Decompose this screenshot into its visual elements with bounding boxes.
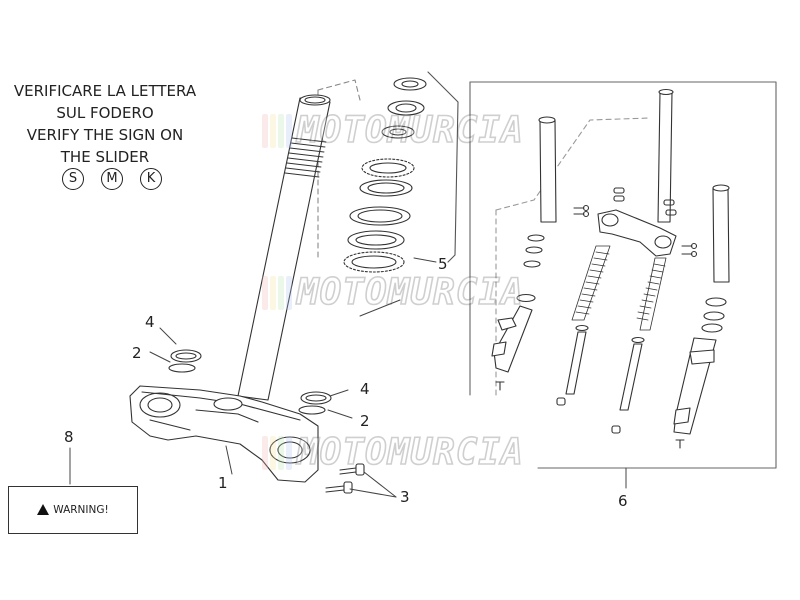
slider-mark-k: K (140, 168, 162, 190)
steering-stem (237, 94, 331, 401)
callout-2: 2 (360, 412, 370, 430)
callout-8: 8 (64, 428, 74, 446)
note-line: THE SLIDER (60, 148, 150, 166)
fork-spring-right (636, 257, 667, 331)
callout-1: 1 (218, 474, 228, 492)
slider-mark-m: M (101, 168, 123, 190)
damper-rod-right (619, 336, 645, 411)
callout-4: 4 (145, 313, 155, 331)
callout-3: 3 (400, 488, 410, 506)
note-line: VERIFY THE SIGN ON (26, 126, 184, 144)
slider-left (491, 305, 533, 373)
fork-tube-left (538, 116, 557, 223)
callout-6: 6 (618, 492, 628, 510)
slider-marks: S M K (62, 168, 162, 190)
fork-seals-left (516, 234, 545, 303)
lower-triple-clamp (129, 385, 319, 483)
callout-5: 5 (438, 255, 448, 273)
fork-seals-right (701, 297, 727, 333)
slider-sign-note: VERIFICARE LA LETTERA SUL FODERO VERIFY … (0, 80, 210, 168)
bearing-stack (343, 77, 427, 273)
fork-spring-left (571, 245, 611, 321)
fork-hardware (495, 187, 698, 449)
leader-lines (69, 257, 627, 498)
washer-right (298, 391, 332, 415)
upper-clamp (597, 209, 677, 257)
clamp-bolts (325, 463, 365, 494)
callout-4: 4 (360, 380, 370, 398)
damper-rod-left (565, 324, 589, 395)
fork-dashed-guides (495, 117, 651, 396)
note-line: SUL FODERO (56, 104, 154, 122)
fork-tube-right (712, 184, 730, 283)
warning-label: WARNING! (8, 486, 138, 534)
slider-mark-s: S (62, 168, 84, 190)
washer-left (168, 349, 202, 373)
callout-2: 2 (132, 344, 142, 362)
note-line: VERIFICARE LA LETTERA (13, 82, 197, 100)
fork-stem (657, 88, 674, 223)
warning-triangle-icon (37, 503, 50, 515)
fork-assembly-frame (469, 81, 777, 469)
slider-right (673, 337, 717, 435)
warning-label-text: WARNING! (53, 504, 109, 516)
bearing-group-bracket (427, 71, 459, 263)
